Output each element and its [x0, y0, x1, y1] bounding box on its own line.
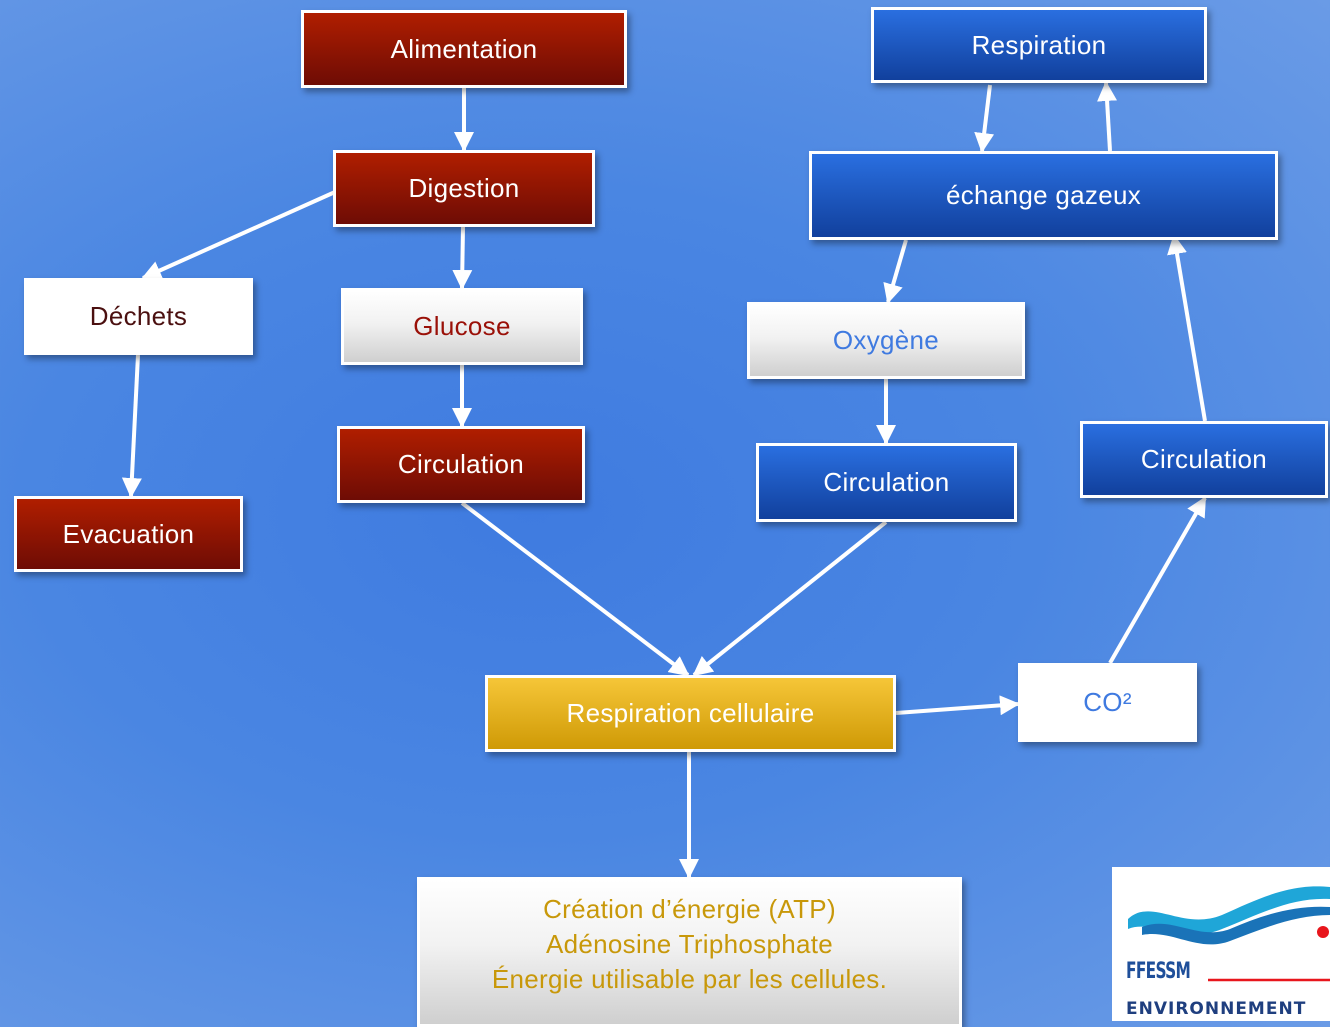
node-energie-line1: Création d’énergie (ATP): [543, 893, 836, 924]
logo-subtitle: ENVIRONNEMENT: [1126, 999, 1307, 1019]
node-energie: Création d’énergie (ATP) Adénosine Triph…: [417, 877, 962, 1027]
node-dechets: Déchets: [24, 278, 253, 355]
node-circulation-blue-center-label: Circulation: [823, 467, 950, 497]
node-circulation-blue-right: Circulation: [1080, 421, 1328, 498]
wave-icon: [1128, 886, 1330, 982]
arrow-co2-circulation-right: [1108, 496, 1207, 664]
node-circulation-blue-center: Circulation: [756, 443, 1017, 522]
node-co2-label: CO²: [1083, 687, 1132, 717]
node-echange-gazeux: échange gazeux: [809, 151, 1278, 240]
arrow-echange-respiration: [1097, 81, 1118, 152]
node-dechets-label: Déchets: [89, 301, 188, 331]
arrow-circulation-red-respiration-cell: [460, 501, 690, 677]
node-alimentation-label: Alimentation: [390, 33, 538, 64]
node-energie-line2: Adénosine Triphosphate: [545, 928, 834, 959]
arrow-respiration-cell-co2: [895, 695, 1020, 716]
node-respiration-label: Respiration: [971, 29, 1107, 60]
node-digestion: Digestion: [333, 150, 595, 227]
node-respiration-cellulaire: Respiration cellulaire: [485, 675, 896, 752]
node-glucose-label: Glucose: [413, 311, 511, 341]
arrow-dechets-evacuation: [121, 354, 142, 498]
node-respiration-cellulaire-label: Respiration cellulaire: [566, 698, 815, 728]
node-co2: CO²: [1018, 663, 1197, 742]
node-oxygene: Oxygène: [747, 302, 1025, 379]
arrow-respiration-echange: [974, 84, 995, 153]
ffessm-logo: FFESSM ENVIRONNEMENT: [1112, 867, 1330, 1021]
node-energie-line3: Énergie utilisable par les cellules.: [491, 963, 888, 994]
arrow-circulation-blue-respiration-cell: [692, 520, 888, 677]
node-circulation-red-label: Circulation: [397, 449, 525, 479]
node-digestion-label: Digestion: [408, 173, 520, 203]
node-echange-gazeux-label: échange gazeux: [945, 180, 1142, 210]
node-alimentation: Alimentation: [301, 10, 627, 88]
node-evacuation: Evacuation: [14, 496, 243, 572]
arrow-circulation-right-echange: [1167, 234, 1207, 422]
node-glucose: Glucose: [341, 288, 583, 365]
arrow-digestion-glucose: [452, 226, 473, 290]
node-oxygene-label: Oxygène: [832, 325, 940, 355]
logo-name: FFESSM: [1126, 959, 1191, 984]
node-evacuation-label: Evacuation: [62, 518, 195, 549]
node-circulation-red: Circulation: [337, 426, 585, 503]
arrow-echange-oxygene: [883, 239, 908, 304]
node-respiration: Respiration: [871, 7, 1207, 83]
arrow-digestion-dechets: [141, 190, 336, 280]
node-circulation-blue-right-label: Circulation: [1140, 444, 1268, 474]
